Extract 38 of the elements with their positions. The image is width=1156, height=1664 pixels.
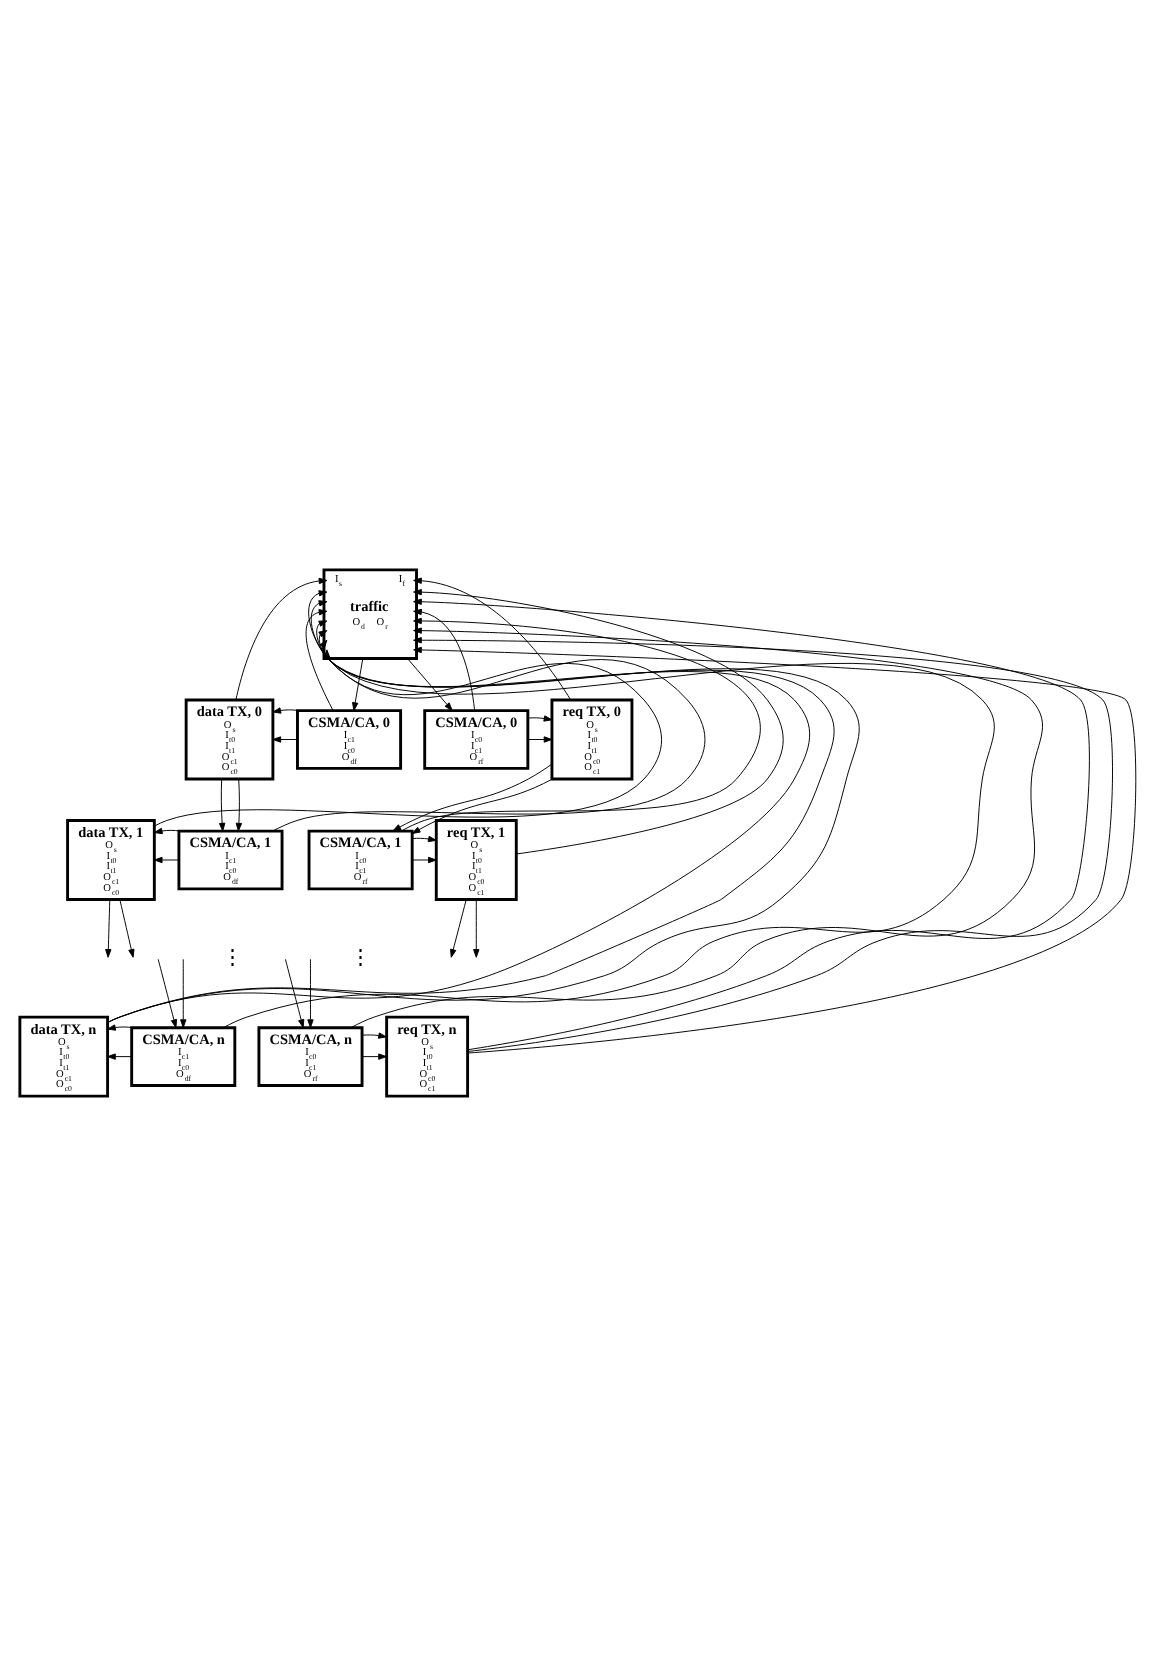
arrow: [401, 616, 761, 831]
arrow: [219, 777, 226, 831]
arrow: [413, 607, 476, 710]
arrow: [450, 898, 467, 957]
arrow: [272, 706, 299, 713]
arrow: [105, 898, 112, 957]
label: ⋮: [222, 946, 245, 969]
arrow: [527, 714, 553, 721]
arrow: [235, 576, 328, 700]
arrow: [412, 834, 437, 842]
arrow: [413, 587, 784, 854]
arrow: [284, 957, 305, 1027]
arrow: [350, 626, 1043, 1028]
arrow: [119, 898, 135, 957]
arrow: [305, 608, 334, 710]
arrow: [153, 855, 180, 863]
arrow: [107, 1052, 133, 1059]
arrow: [413, 576, 572, 700]
arrow: [392, 762, 553, 831]
arrow: [272, 735, 298, 742]
arrow: [107, 1023, 134, 1030]
arrow: [411, 777, 553, 833]
arrow: [223, 629, 995, 1027]
arrow: [361, 1031, 387, 1038]
arrow: [361, 1052, 387, 1059]
arrow: [527, 735, 553, 742]
arrow: [307, 957, 314, 1027]
arrow: [235, 777, 243, 831]
arrow: [153, 826, 181, 834]
arrow: [407, 657, 453, 710]
label: ⋮: [349, 946, 372, 969]
arrow: [153, 589, 663, 826]
arrow: [473, 898, 480, 957]
arrow: [352, 657, 364, 710]
arrow: [157, 957, 178, 1027]
arrow: [412, 855, 437, 863]
arrow: [180, 957, 187, 1027]
arrow: [272, 619, 706, 831]
